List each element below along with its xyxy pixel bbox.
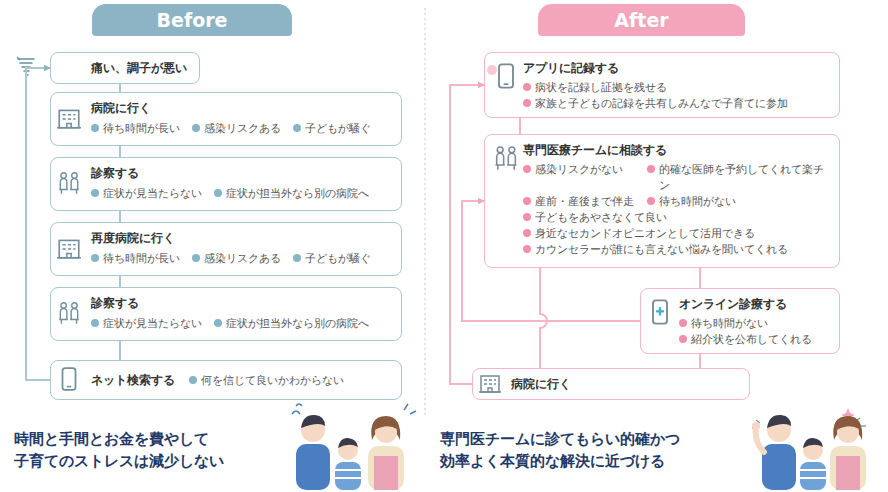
bullet-item: 感染リスクがない — [523, 161, 641, 193]
flow-connector — [119, 341, 121, 360]
bullet-item: 病状を記録し証拠を残せる — [523, 79, 833, 95]
bullet-item: 何を信じて良いかわからない — [189, 372, 344, 388]
process-box: 診察する症状が見当たらない症状が担当外なら別の病院へ — [50, 287, 402, 341]
box-heading: アプリに記録する — [523, 59, 833, 77]
flow-connector — [450, 85, 484, 384]
bullet-list: 待ち時間が長い感染リスクある子どもが騒ぐ — [91, 250, 393, 266]
process-box: 診察する症状が見当たらない症状が担当外なら別の病院へ — [50, 157, 402, 211]
process-box: 専門医療チームに相談する感染リスクがない的確な医師を予約してくれて楽チン産前・産… — [484, 134, 840, 268]
bullet-list: 何を信じて良いかわからない — [189, 372, 344, 388]
caption-text: 専門医チームに診てもらい的確かつ 効率よく本質的な解決に近づける — [440, 428, 740, 472]
flow-connector — [119, 211, 121, 222]
bullet-item: 症状が担当外なら別の病院へ — [214, 185, 369, 201]
flow-connector — [699, 268, 701, 288]
bullet-item: 症状が見当たらない — [91, 315, 202, 331]
bullet-item: 待ち時間がない — [647, 193, 833, 209]
bullet-item: 身近なセカンドオピニオンとして活用できる — [523, 225, 833, 241]
box-heading: 痛い、調子が悪い — [91, 59, 187, 77]
header-pill: Before — [92, 4, 292, 36]
box-heading: 専門医療チームに相談する — [523, 141, 833, 159]
box-heading: オンライン診療する — [679, 295, 833, 313]
flow-connector — [519, 118, 521, 134]
bullet-list: 病状を記録し証拠を残せる家族と子どもの記録を共有しみんなで子育てに参加 — [523, 79, 833, 111]
bullet-list: 待ち時間がない紹介状を公布してくれる — [679, 315, 833, 347]
bullet-item: 感染リスクある — [192, 120, 281, 136]
bullet-item: 症状が見当たらない — [91, 185, 202, 201]
process-box: アプリに記録する病状を記録し証拠を残せる家族と子どもの記録を共有しみんなで子育て… — [484, 52, 840, 118]
caption-text: 時間と手間とお金を費やして 子育てのストレスは減少しない — [14, 428, 284, 472]
box-heading: 再度病院に行く — [91, 229, 393, 247]
bullet-item: 子どもをあやさなくて良い — [523, 209, 833, 225]
header-text: Before — [157, 9, 228, 31]
process-box: 痛い、調子が悪い — [50, 52, 200, 84]
process-box: 病院に行く — [472, 368, 750, 400]
bullet-list: 感染リスクがない的確な医師を予約してくれて楽チン産前・産後まで伴走待ち時間がない… — [523, 161, 833, 257]
flow-connector — [119, 146, 121, 157]
bullet-item: 的確な医師を予約してくれて楽チン — [647, 161, 833, 193]
header-text: After — [614, 9, 668, 31]
bullet-item: カウンセラーが誰にも言えない悩みを聞いてくれる — [523, 241, 833, 257]
flow-connector — [119, 84, 121, 92]
bullet-item: 家族と子どもの記録を共有しみんなで子育てに参加 — [523, 95, 833, 111]
flow-connector — [119, 276, 121, 287]
bullet-list: 症状が見当たらない症状が担当外なら別の病院へ — [91, 185, 393, 201]
flow-connector — [699, 354, 701, 368]
box-heading: 病院に行く — [91, 99, 393, 117]
box-heading: ネット検索する — [91, 371, 175, 389]
bullet-item: 待ち時間が長い — [91, 120, 180, 136]
bullet-item: 子どもが騒ぐ — [293, 250, 371, 266]
bullet-item: 子どもが騒ぐ — [293, 120, 371, 136]
process-box: オンライン診療する待ち時間がない紹介状を公布してくれる — [640, 288, 840, 354]
box-heading: 診察する — [91, 164, 393, 182]
bullet-item: 感染リスクある — [192, 250, 281, 266]
bullet-item: 待ち時間がない — [679, 315, 833, 331]
flow-connector — [26, 68, 50, 380]
process-box: ネット検索する何を信じて良いかわからない — [50, 360, 402, 400]
bullet-item: 紹介状を公布してくれる — [679, 331, 833, 347]
bullet-list: 症状が見当たらない症状が担当外なら別の病院へ — [91, 315, 393, 331]
box-heading: 診察する — [91, 294, 393, 312]
header-pill: After — [538, 4, 745, 36]
process-box: 再度病院に行く待ち時間が長い感染リスクある子どもが騒ぐ — [50, 222, 402, 276]
box-heading: 病院に行く — [511, 375, 571, 393]
bullet-item: 症状が担当外なら別の病院へ — [214, 315, 369, 331]
bullet-item: 産前・産後まで伴走 — [523, 193, 641, 209]
process-box: 病院に行く待ち時間が長い感染リスクある子どもが騒ぐ — [50, 92, 402, 146]
flow-connector — [540, 268, 547, 368]
bullet-list: 待ち時間が長い感染リスクある子どもが騒ぐ — [91, 120, 393, 136]
bullet-item: 待ち時間が長い — [91, 250, 180, 266]
